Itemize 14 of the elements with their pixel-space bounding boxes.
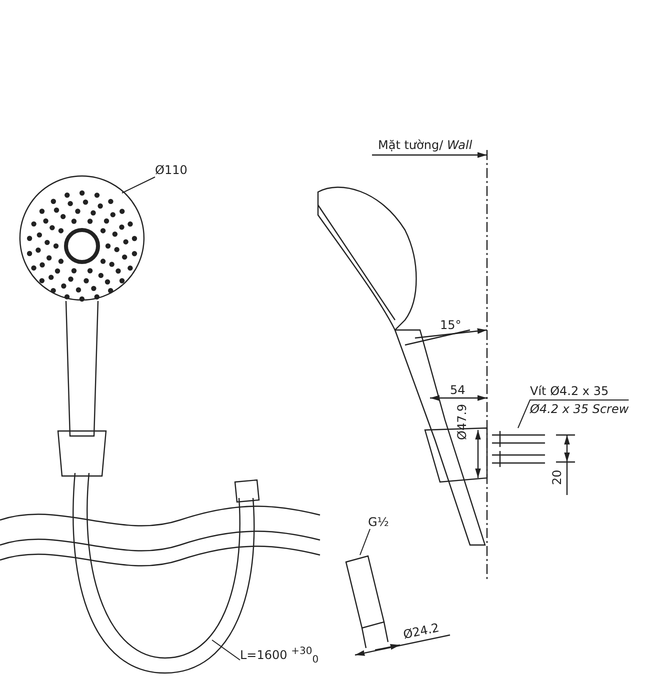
dimension-label: Vít Ø4.2 x 35 [530,384,610,398]
dimension-label: 20 [550,470,564,485]
dimension-label: Ø47.9 [455,404,469,440]
dimension-label: G½ [368,515,389,529]
leader-line [518,400,630,428]
dimension-label: Mặt tường/ Wall [378,138,472,152]
leader-line [122,176,156,194]
leader-line [360,528,370,556]
dimension-label: Ø110 [155,163,188,177]
dimension-label: 15° [440,318,462,332]
dimension-label: Ø24.2 [402,620,440,642]
dimension-label: 54 [450,383,466,397]
leader-line [212,640,240,660]
dimension-label: Ø4.2 x 35 Screw [530,402,629,416]
